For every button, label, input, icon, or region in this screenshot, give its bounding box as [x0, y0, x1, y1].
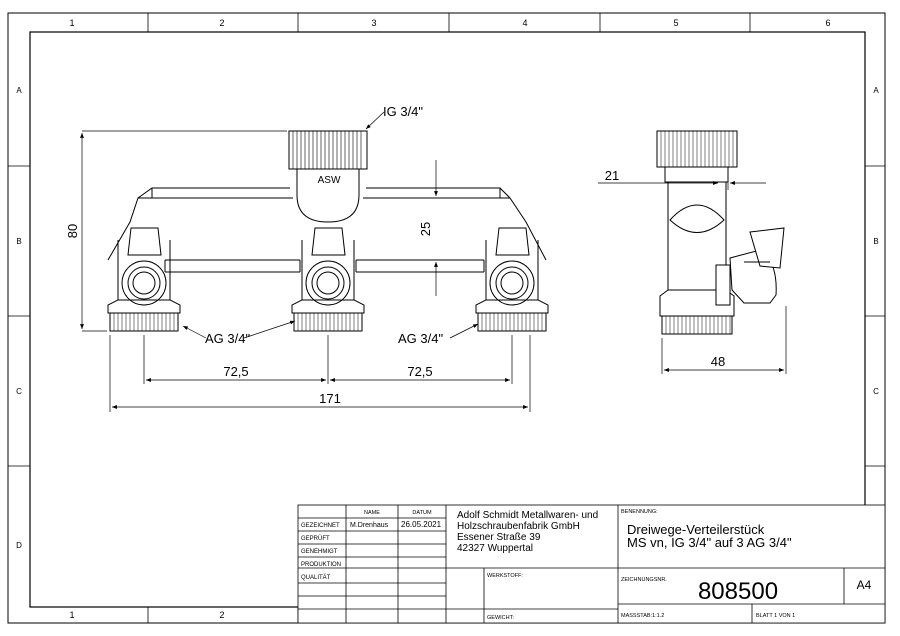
col-label-3: 3: [371, 18, 376, 28]
side-view: [656, 130, 785, 335]
col-label-bottom-2: 2: [219, 610, 224, 620]
benennung-label: BENENNUNG:: [621, 509, 658, 515]
company-line-2: Holzschraubenfabrik GmbH: [457, 521, 580, 532]
row-genehmigt: GENEHMIGT: [301, 549, 338, 555]
hdr-date: DATUM: [412, 510, 432, 516]
col-label-2: 2: [219, 18, 224, 28]
blatt: BLATT 1 VON 1: [756, 613, 795, 619]
side-dimensions: [598, 175, 787, 374]
company-line-4: 42327 Wuppertal: [457, 543, 533, 554]
col-label-5: 5: [673, 18, 678, 28]
col-label-6: 6: [825, 18, 830, 28]
drawn-by-name: M.Drenhaus: [350, 522, 389, 529]
row-label-b: B: [16, 237, 21, 246]
title-line-2: MS vn, IG 3/4" auf 3 AG 3/4": [627, 535, 792, 550]
valve-right: [475, 227, 549, 332]
title-block: [297, 504, 886, 624]
dim-side-48: 48: [711, 354, 725, 369]
title-line-1: Dreiwege-Verteilerstück: [627, 522, 765, 537]
company-line-1: Adolf Schmidt Metallwaren- und: [457, 510, 598, 521]
label-ag-left: AG 3/4": [205, 331, 250, 346]
format-size: A4: [857, 578, 872, 592]
col-label-4: 4: [522, 18, 527, 28]
valve-left: [107, 227, 181, 332]
drawn-date: 26.05.2021: [401, 520, 442, 529]
dim-overall: 171: [319, 391, 341, 406]
row-label-b-right: B: [873, 237, 878, 246]
row-label-a: A: [16, 86, 22, 95]
gewicht-label: GEWICHT:: [487, 615, 514, 621]
row-geprueft: GEPRÜFT: [301, 535, 330, 542]
label-asw: ASW: [318, 175, 341, 186]
col-label-1: 1: [69, 18, 74, 28]
werkstoff-label: WERKSTOFF:: [487, 573, 523, 579]
dim-pitch-right: 72,5: [407, 364, 432, 379]
dim-pitch-left: 72,5: [223, 364, 248, 379]
row-qualitaet: QUALITÄT: [301, 574, 331, 581]
company-line-3: Essener Straße 39: [457, 532, 541, 543]
front-view: [107, 130, 547, 273]
zeichnungsnr-label: ZEICHNUNGSNR.: [621, 577, 667, 583]
row-label-a-right: A: [873, 86, 879, 95]
label-ag-right: AG 3/4": [398, 331, 443, 346]
zone-ticks: [8, 13, 885, 623]
dim-height: 80: [65, 224, 80, 238]
massstab: MASSSTAB:1:1.2: [621, 613, 664, 619]
hdr-name: NAME: [364, 510, 380, 516]
row-label-c-right: C: [873, 387, 879, 396]
dim-offset: 25: [418, 222, 433, 236]
row-label-d: D: [16, 541, 22, 550]
drawing-number: 808500: [698, 578, 778, 605]
valve-middle: [291, 227, 365, 332]
row-produktion: PRODUKTION: [301, 562, 341, 568]
front-dimensions: [80, 111, 531, 412]
row-label-c: C: [16, 387, 22, 396]
label-ig: IG 3/4": [383, 104, 423, 119]
dim-side-21: 21: [605, 168, 619, 183]
col-label-bottom-1: 1: [69, 610, 74, 620]
row-gezeichnet: GEZEICHNET: [301, 523, 340, 529]
